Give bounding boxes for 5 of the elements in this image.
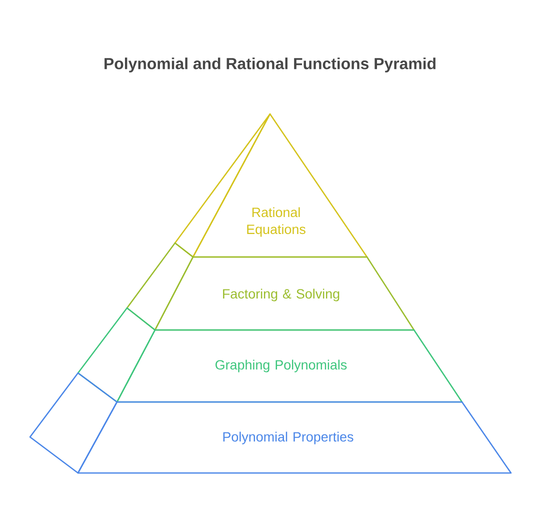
- pyramid-level: Polynomial Properties: [29, 372, 512, 474]
- pyramid-level: Rational Equations: [174, 113, 368, 258]
- pyramid-level: Factoring & Solving: [126, 242, 415, 331]
- title: Polynomial and Rational Functions Pyramid: [104, 58, 436, 72]
- pyramid-level: Graphing Polynomials: [77, 307, 463, 403]
